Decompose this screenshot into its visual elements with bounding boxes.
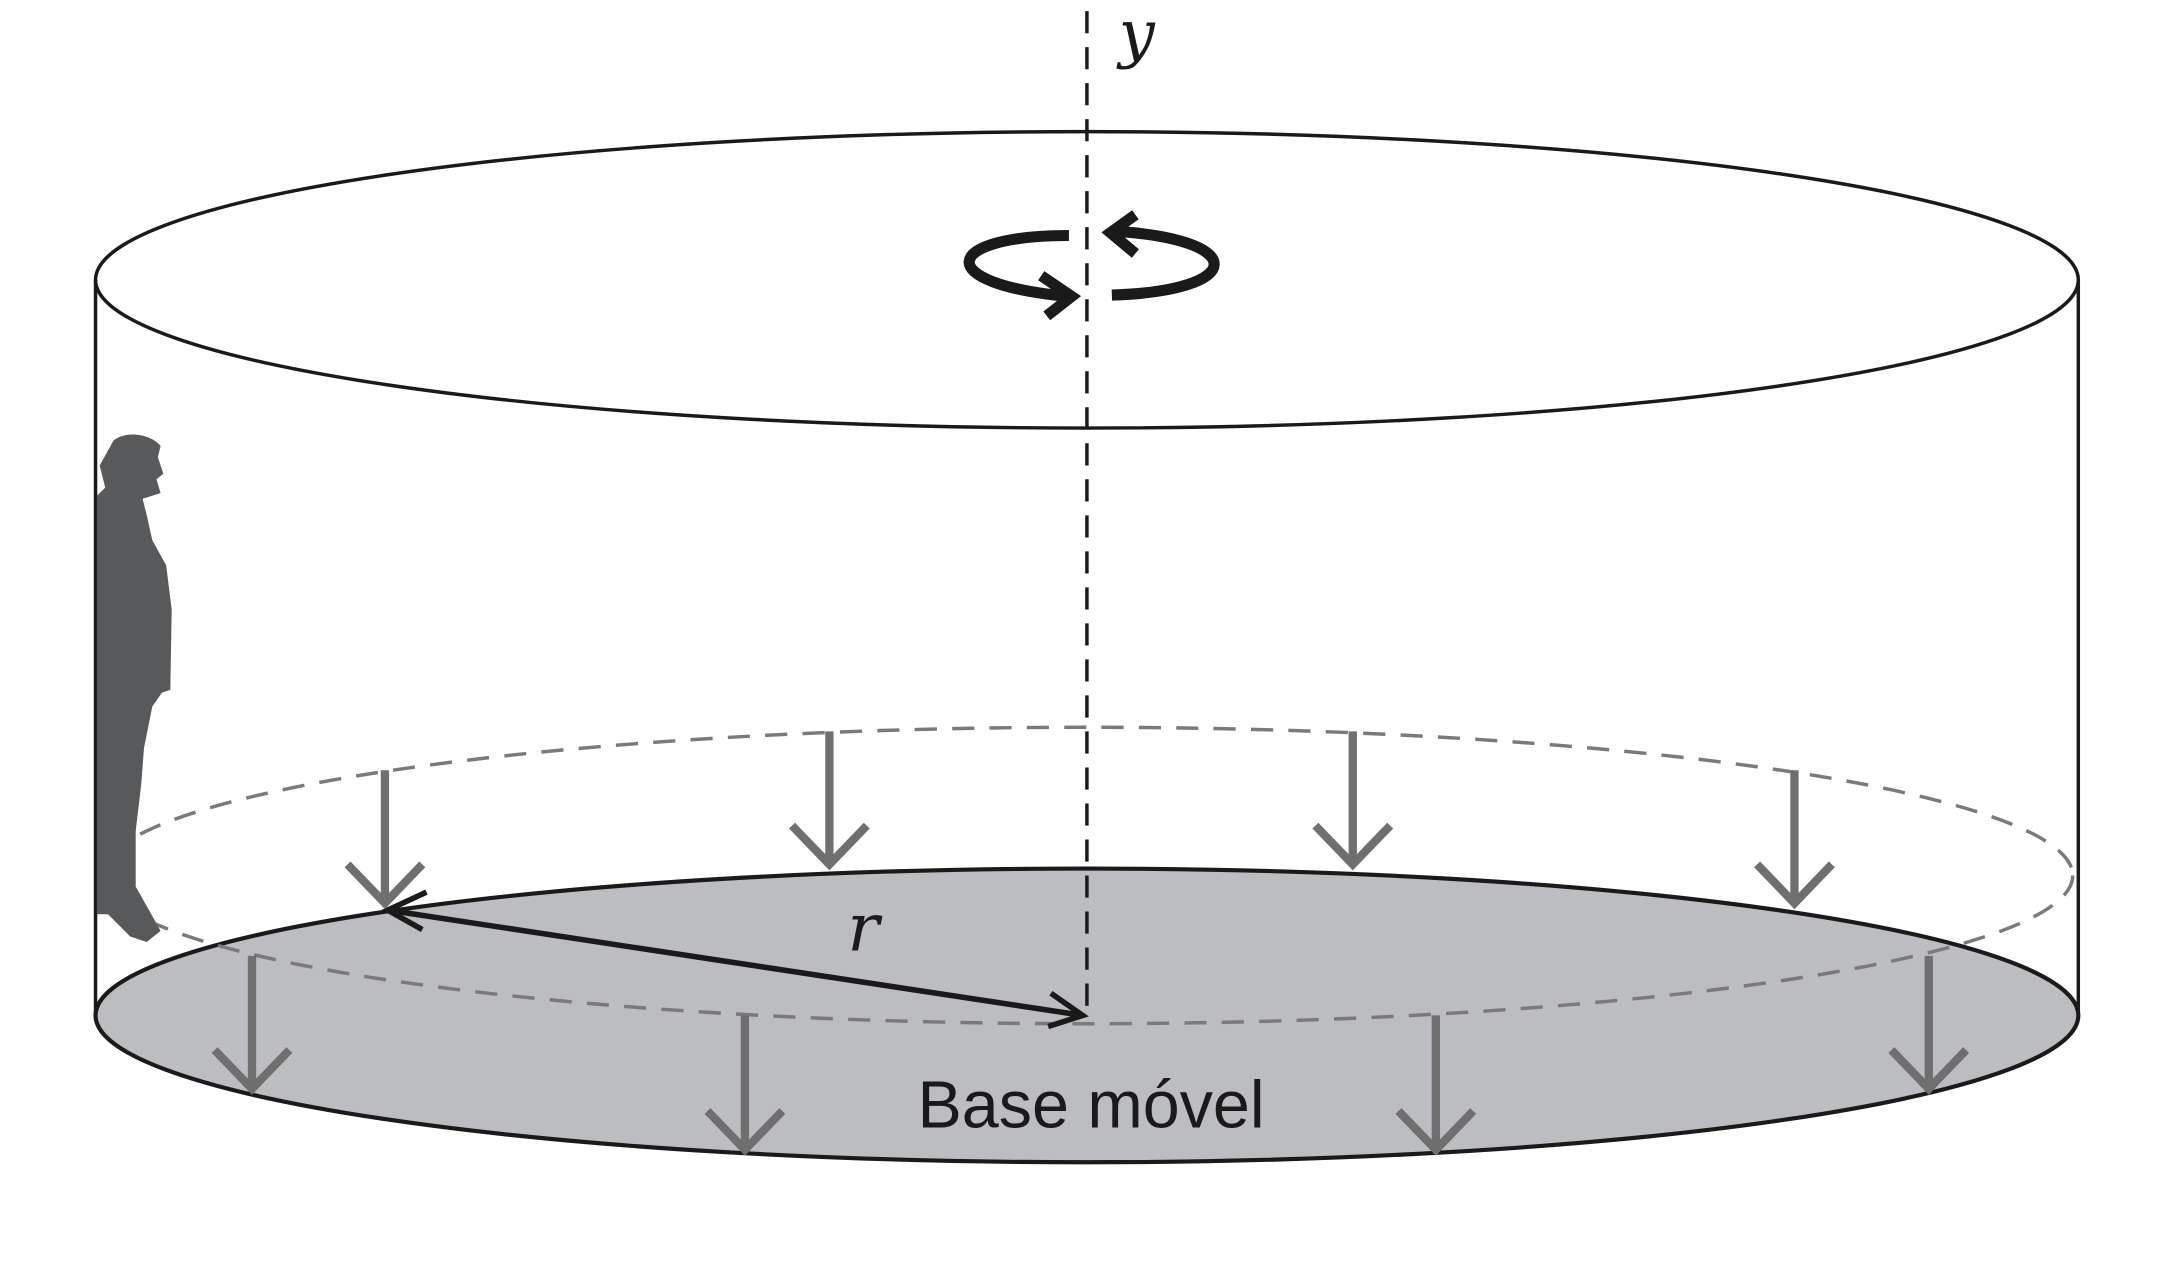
person-silhouette-icon <box>96 434 172 942</box>
force-arrow-icon <box>1754 770 1835 910</box>
force-arrows <box>211 731 1970 1156</box>
rotation-arrow-icon <box>963 210 1220 321</box>
force-arrow-icon <box>344 770 426 910</box>
force-arrow-icon <box>1312 731 1394 871</box>
force-arrow-icon <box>211 955 293 1095</box>
force-arrow-icon <box>1888 955 1970 1095</box>
base-label: Base móvel <box>917 1069 1264 1143</box>
force-arrow-icon <box>1395 1015 1477 1156</box>
axis-label-y: y <box>1116 0 1156 71</box>
radius-label-r: r <box>847 888 883 966</box>
force-arrow-icon <box>704 1015 786 1156</box>
force-arrow-icon <box>789 731 870 871</box>
radius-arrow <box>381 889 1089 1030</box>
